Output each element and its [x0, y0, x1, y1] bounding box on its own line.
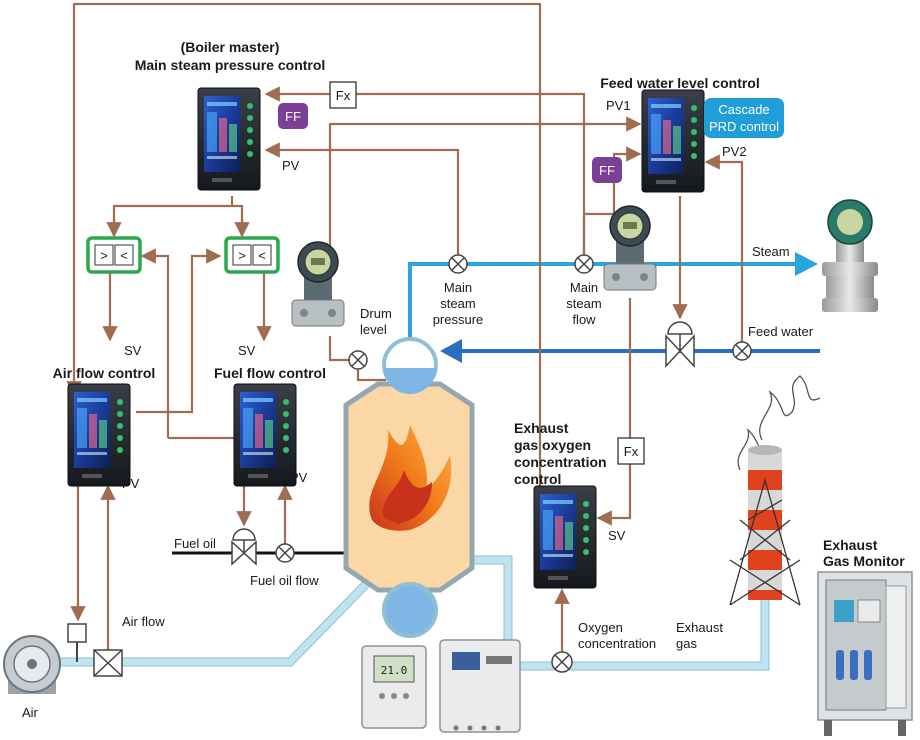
feed-water-line — [440, 339, 820, 363]
main-steam-pressure-label-3: pressure — [433, 312, 484, 327]
sv-right-label: SV — [238, 343, 256, 358]
air-damper — [67, 623, 123, 677]
svg-text:Fx: Fx — [624, 444, 639, 459]
exhaust-title-4: control — [514, 471, 561, 487]
feed-water-control-valve — [665, 321, 695, 368]
steam-line — [408, 252, 818, 346]
main-steam-flow-label-3: flow — [572, 312, 596, 327]
monitor-title-1: Exhaust — [823, 537, 878, 553]
main-steam-flow-label-2: steam — [566, 296, 601, 311]
chimney-stack-icon — [729, 375, 821, 606]
fuel-flow-controller — [233, 383, 297, 487]
main-steam-title: Main steam pressure control — [135, 57, 326, 73]
oxygen-analyzer-unit-2 — [439, 639, 521, 733]
fuel-oil-flow-sensor — [275, 543, 295, 563]
drum-level-transmitter — [291, 241, 345, 327]
pv1-label: PV1 — [606, 98, 631, 113]
air-fan-icon — [3, 635, 61, 694]
steam-label: Steam — [752, 244, 790, 259]
air-flow-controller — [67, 383, 131, 487]
oxygen-label-1: Oxygen — [578, 620, 623, 635]
mud-drum — [382, 582, 438, 638]
air-flow-label: Air flow — [122, 614, 165, 629]
fuel-oil-control-valve — [231, 528, 257, 566]
main-steam-flow-sensor — [574, 254, 594, 274]
fx-block-top: Fx — [329, 81, 357, 109]
svg-text:<: < — [258, 248, 266, 263]
exhaust-title-2: gas oxygen — [514, 437, 591, 453]
fx-block-lower: Fx — [617, 437, 645, 465]
drum-level-sensor — [348, 350, 368, 370]
svg-text:FF: FF — [285, 109, 301, 124]
boiler — [343, 337, 475, 638]
oxygen-sensor — [551, 651, 573, 673]
drum-level-label-2: level — [360, 322, 387, 337]
damper-actuator — [67, 623, 87, 643]
pv-air-label: PV — [122, 476, 140, 491]
oxygen-label-2: concentration — [578, 636, 656, 651]
signal-lines — [66, 2, 744, 662]
fuel-flow-title: Fuel flow control — [214, 365, 326, 381]
sv-exhaust-label: SV — [608, 528, 626, 543]
air-flow-title: Air flow control — [53, 365, 156, 381]
exhaust-title-3: concentration — [514, 454, 607, 470]
fuel-oil-label: Fuel oil — [174, 536, 216, 551]
fuel-oil-flow-label: Fuel oil flow — [250, 573, 319, 588]
high-low-selector-right: > < — [224, 236, 280, 274]
feed-water-level-controller — [641, 89, 705, 193]
svg-text:>: > — [100, 248, 108, 263]
flame-icon — [369, 425, 452, 531]
air-duct — [56, 576, 374, 667]
monitor-title-2: Gas Monitor — [823, 553, 905, 569]
main-steam-pressure-label-1: Main — [444, 280, 472, 295]
pv-main-label: PV — [282, 158, 300, 173]
exhaust-title-1: Exhaust — [514, 420, 569, 436]
oxygen-analyzer-unit-1: 21.0 — [361, 645, 427, 729]
pv2-label: PV2 — [722, 144, 747, 159]
main-steam-pressure-sensor — [448, 254, 468, 274]
exhaust-gas-label-2: gas — [676, 636, 697, 651]
cascade-prd-badge: Cascade PRD control — [704, 98, 784, 138]
main-steam-pressure-controller — [197, 87, 261, 191]
air-label: Air — [22, 705, 39, 720]
feed-water-flow-sensor — [732, 341, 752, 361]
svg-text:Fx: Fx — [336, 88, 351, 103]
svg-text:PRD control: PRD control — [709, 119, 779, 134]
svg-text:>: > — [238, 248, 246, 263]
analyzer-display-value: 21.0 — [381, 664, 408, 677]
feed-water-label: Feed water — [748, 324, 814, 339]
svg-text:FF: FF — [599, 163, 615, 178]
svg-text:Cascade: Cascade — [718, 102, 769, 117]
steam-drum — [382, 337, 438, 394]
ff-badge-feed-water: FF — [592, 157, 622, 183]
drum-level-label-1: Drum — [360, 306, 392, 321]
feed-water-title: Feed water level control — [600, 75, 760, 91]
main-steam-flow-label-1: Main — [570, 280, 598, 295]
exhaust-gas-monitor-cabinet — [817, 571, 913, 736]
pv-fuel-label: PV — [290, 470, 308, 485]
steam-flow-transmitter — [603, 205, 657, 291]
boiler-master-title: (Boiler master) — [181, 39, 280, 55]
exhaust-gas-label-1: Exhaust — [676, 620, 723, 635]
svg-text:<: < — [120, 248, 128, 263]
main-steam-pressure-label-2: steam — [440, 296, 475, 311]
sv-left-label: SV — [124, 343, 142, 358]
vortex-flowmeter-icon — [822, 199, 878, 312]
ff-badge-main-steam: FF — [278, 103, 308, 129]
exhaust-oxygen-controller — [533, 485, 597, 589]
high-low-selector-left: > < — [86, 236, 142, 274]
